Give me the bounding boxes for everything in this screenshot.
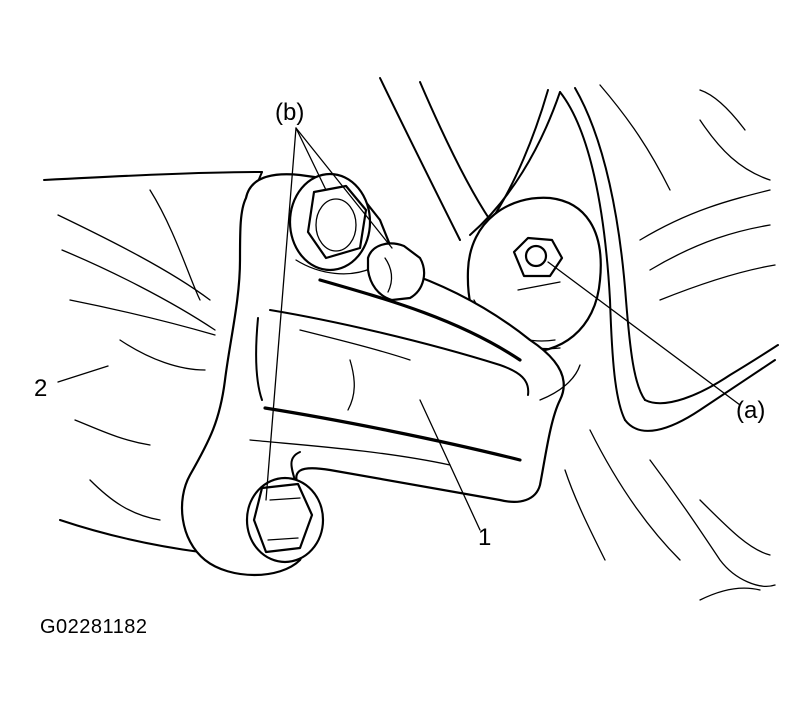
nut-a: [512, 236, 564, 291]
frame-lines: [379, 77, 779, 601]
bolt-upper-right: [366, 242, 426, 302]
callout-housing-2: 2: [34, 375, 47, 402]
bolt-lower: [245, 476, 325, 564]
callout-bolts-b: (b): [275, 99, 304, 126]
bolt-upper-left: [288, 172, 373, 275]
callout-nut-a: (a): [736, 397, 765, 424]
callout-bracket-1: 1: [478, 524, 491, 551]
figure-code: G02281182: [40, 616, 148, 638]
leader-lines: [57, 127, 741, 531]
